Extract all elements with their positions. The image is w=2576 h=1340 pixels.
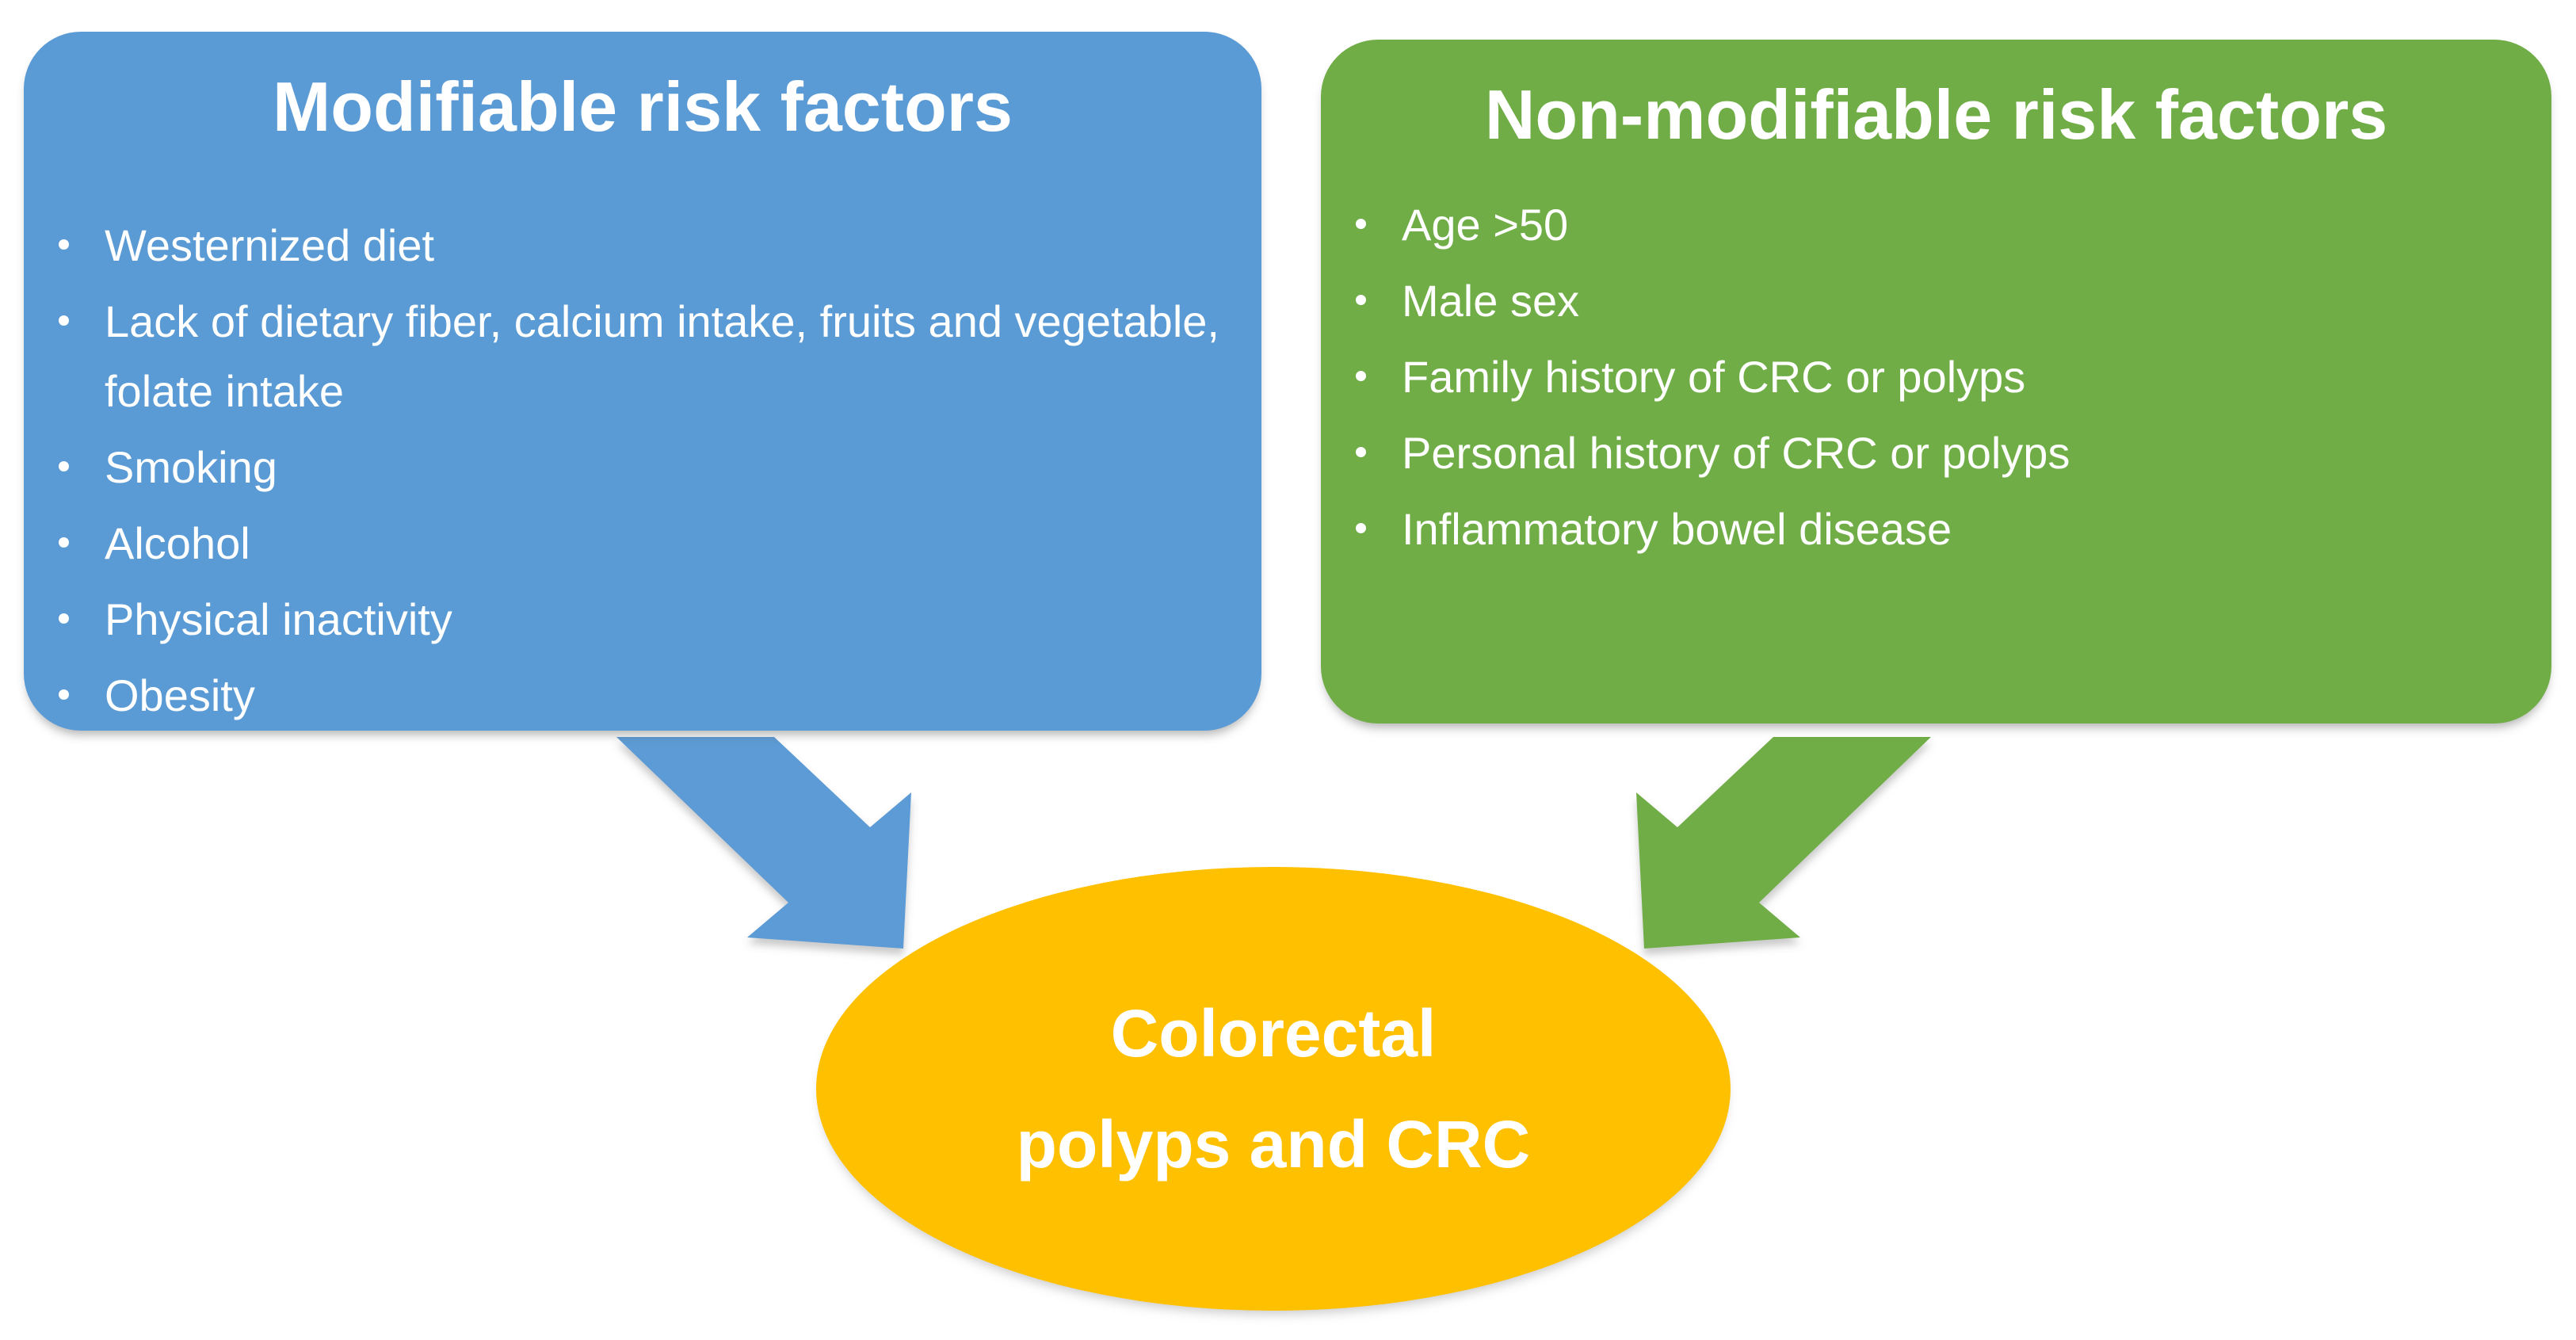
list-item: Lack of dietary fiber, calcium intake, f… bbox=[24, 287, 1239, 426]
non-modifiable-arrow-icon bbox=[1636, 737, 1931, 949]
outcome-label-line1: Colorectal bbox=[1110, 996, 1437, 1071]
list-item: Male sex bbox=[1321, 266, 2529, 336]
outcome-label-line2: polyps and CRC bbox=[1016, 1107, 1531, 1182]
list-item: Westernized diet bbox=[24, 211, 1239, 281]
outcome-ellipse: Colorectal polyps and CRC bbox=[816, 867, 1731, 1311]
list-item: Physical inactivity bbox=[24, 585, 1239, 655]
modifiable-risk-factors-box: Modifiable risk factors Westernized diet… bbox=[24, 32, 1261, 731]
list-item: Personal history of CRC or polyps bbox=[1321, 418, 2529, 488]
modifiable-arrow-icon bbox=[616, 737, 911, 949]
list-item: Alcohol bbox=[24, 509, 1239, 578]
list-item: Smoking bbox=[24, 433, 1239, 502]
non-modifiable-box-title: Non-modifiable risk factors bbox=[1484, 75, 2388, 154]
modifiable-box-title: Modifiable risk factors bbox=[272, 67, 1013, 146]
list-item: Family history of CRC or polyps bbox=[1321, 342, 2529, 412]
list-item: Inflammatory bowel disease bbox=[1321, 494, 2529, 564]
list-item: Obesity bbox=[24, 661, 1239, 731]
list-item: Age >50 bbox=[1321, 190, 2529, 260]
